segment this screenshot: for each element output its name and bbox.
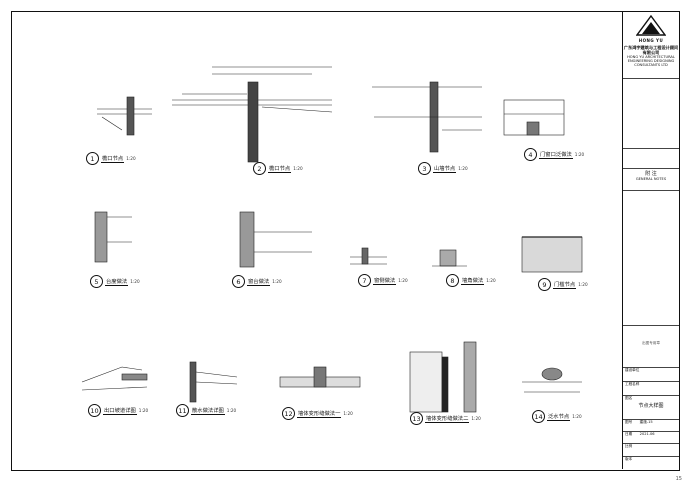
detail-8-sketch: [432, 249, 467, 267]
detail-7-sketch: [350, 247, 387, 265]
page-number: 15: [675, 476, 682, 482]
logo-text: HONG YU: [638, 38, 664, 44]
detail-2-sketch: [172, 66, 333, 163]
drawing-no: 建施-15: [639, 420, 653, 424]
owner-row: 建设单位: [623, 367, 679, 381]
date-row: 日期 2021.06: [623, 431, 679, 443]
drawing-name: 节点大样图: [638, 403, 664, 410]
detail-5-sketch: [94, 211, 132, 263]
stamp-area: 出图专用章: [623, 325, 679, 367]
remarks-area: [623, 190, 679, 325]
date-label: 日期: [625, 432, 633, 436]
detail-3-sketch: [372, 81, 482, 153]
date-value: 2021.06: [639, 432, 655, 436]
version-row: 版本: [623, 456, 679, 469]
detail-13-sketch: [409, 341, 477, 413]
detail-4-sketch: [503, 99, 565, 136]
stamp-label: 出图专用章: [642, 341, 660, 345]
owner-label: 建设单位: [625, 368, 640, 372]
project-label: 工程名称: [625, 382, 640, 386]
title-block: HONG YU 广东鸿宇建筑与工程设计顾问有限公司 HONG YU ARCHIT…: [622, 12, 679, 469]
drawing-no-label: 图号: [625, 420, 633, 424]
drawing-name-label: 图名: [625, 396, 633, 400]
detail-1-sketch: [97, 96, 152, 136]
detail-14-sketch: [522, 367, 582, 393]
company-logo-icon: [635, 14, 667, 36]
detail-9-sketch: [521, 236, 583, 273]
project-row: 工程名称: [623, 381, 679, 395]
detail-6-sketch: [239, 211, 312, 268]
company-name: 广东鸿宇建筑与工程设计顾问有限公司: [623, 45, 679, 56]
drawing-name-row: 图名 节点大样图: [623, 395, 679, 419]
scale-row: 比例: [623, 443, 679, 456]
company-header: HONG YU 广东鸿宇建筑与工程设计顾问有限公司 HONG YU ARCHIT…: [623, 12, 679, 78]
firm-info-block: [623, 78, 679, 148]
detail-drawings: [81, 66, 583, 413]
detail-11-sketch: [189, 361, 238, 403]
company-name-en-3: CONSULTANTS LTD: [634, 62, 668, 67]
revision-block: [623, 148, 679, 168]
scale-label: 比例: [625, 444, 633, 448]
version-label: 版本: [625, 457, 633, 461]
company-name-en-2: ENGINEERING DESIGNING: [627, 58, 675, 63]
remarks-title-en: GENERAL NOTES: [635, 176, 667, 181]
detail-12-sketch: [279, 366, 361, 388]
drawing-no-row: 图号 建施-15: [623, 419, 679, 431]
detail-10-sketch: [81, 366, 148, 391]
remarks-header: 附 注 GENERAL NOTES: [623, 168, 679, 190]
remarks-title: 附 注: [645, 171, 657, 177]
company-name-en-1: HONG YU ARCHITECTURAL: [627, 54, 675, 59]
